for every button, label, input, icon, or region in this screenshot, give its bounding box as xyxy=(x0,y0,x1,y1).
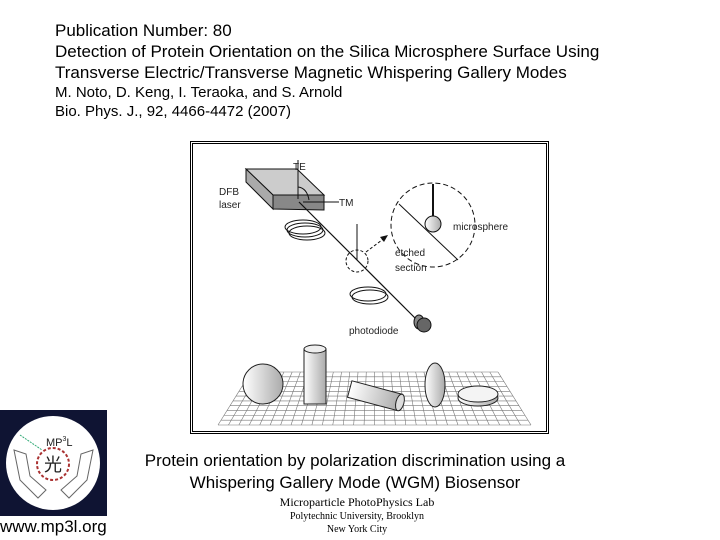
polarization-arrow xyxy=(297,186,310,201)
lab-name: Microparticle PhotoPhysics Lab xyxy=(279,495,435,509)
label-etched: etched xyxy=(395,248,425,259)
figure-caption: Protein orientation by polarization disc… xyxy=(120,450,590,494)
lying-cylinder xyxy=(346,380,405,412)
lab-university: Polytechnic University, Brooklyn xyxy=(289,511,425,522)
caption-line-2: Whispering Gallery Mode (WGM) Biosensor xyxy=(189,473,521,492)
publication-number: Publication Number: 80 xyxy=(55,21,232,40)
optical-fiber xyxy=(298,201,422,325)
etched-section-circle xyxy=(345,249,369,273)
title-line-2: Transverse Electric/Transverse Magnetic … xyxy=(55,63,567,82)
label-laser: laser xyxy=(219,200,241,211)
photodiode-icon xyxy=(413,314,432,333)
svg-text:光: 光 xyxy=(44,455,62,475)
magnified-circle xyxy=(390,182,476,268)
standing-disk xyxy=(424,362,446,408)
standing-cylinder xyxy=(303,348,327,405)
website-link[interactable]: www.mp3l.org xyxy=(0,517,107,536)
label-photodiode: photodiode xyxy=(349,326,399,337)
title-line-1: Detection of Protein Orientation on the … xyxy=(55,42,600,61)
authors: M. Noto, D. Keng, I. Teraoka, and S. Arn… xyxy=(55,84,343,101)
citation: Bio. Phys. J., 92, 4466-4472 (2007) xyxy=(55,103,291,120)
label-section: section xyxy=(395,263,427,274)
protein-shapes xyxy=(242,344,499,412)
label-tm: TM xyxy=(339,198,353,209)
label-microsphere: microsphere xyxy=(453,222,508,233)
publication-header: Publication Number: 80 Detection of Prot… xyxy=(55,20,599,121)
lab-info: Microparticle PhotoPhysics Lab Polytechn… xyxy=(232,495,482,536)
fiber-coil-1 xyxy=(284,219,326,241)
sphere-shape xyxy=(242,363,284,405)
experiment-figure: TE TM DFB laser microsphere etched secti… xyxy=(190,141,549,434)
microsphere-icon xyxy=(424,215,442,233)
etched-fiber xyxy=(398,203,459,261)
label-dfb: DFB xyxy=(219,187,239,198)
svg-text:MP3L: MP3L xyxy=(46,436,73,449)
label-te: TE xyxy=(293,162,306,173)
mp3l-logo: MP3L 光 xyxy=(0,410,107,516)
lab-city: New York City xyxy=(326,524,388,535)
setup-diagram: TE TM DFB laser microsphere etched secti… xyxy=(217,160,532,426)
caption-line-1: Protein orientation by polarization disc… xyxy=(144,451,566,470)
fiber-coil-2 xyxy=(349,286,389,305)
dfb-laser-box xyxy=(244,167,326,211)
